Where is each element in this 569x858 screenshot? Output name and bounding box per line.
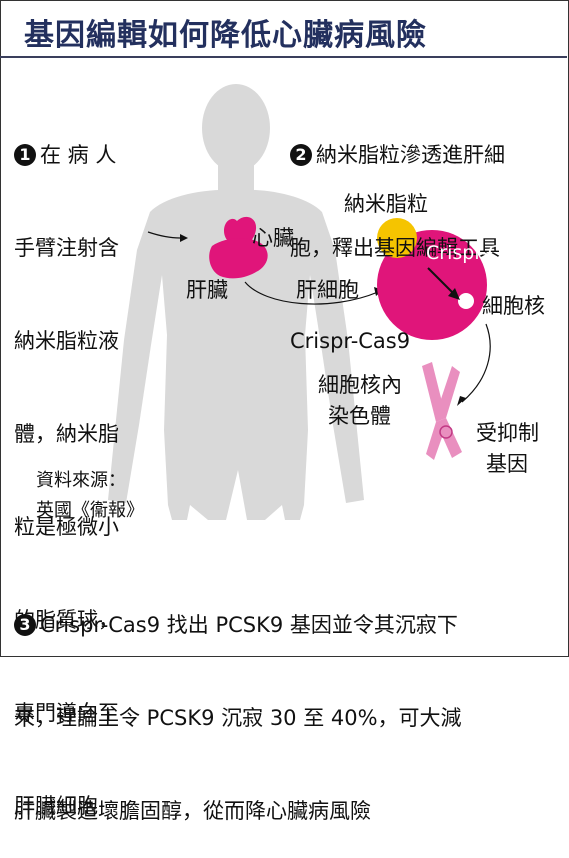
step1-number: 1 xyxy=(14,144,36,166)
liver-cell xyxy=(377,230,487,340)
liver-organ xyxy=(209,238,268,279)
chromosome-label: 細胞核內 染色體 xyxy=(318,370,402,432)
step2-number: 2 xyxy=(290,144,312,166)
liver-label: 肝臟 xyxy=(186,278,228,302)
nanoparticle xyxy=(377,218,417,258)
step3-line: Crispr-Cas9 找出 PCSK9 基因並令其沉寂下 xyxy=(40,613,458,637)
chromosome-label-line: 染色體 xyxy=(328,404,391,428)
cell-nucleus xyxy=(458,293,474,309)
target-gene-label-line: 基因 xyxy=(486,452,528,476)
step1-line: 在 病 人 xyxy=(40,143,117,167)
step2-line: 納米脂粒滲透進肝細 xyxy=(316,143,505,167)
title-bar: 基因編輯如何降低心臟病風險 xyxy=(0,0,567,58)
liver-cell-label: 肝細胞 xyxy=(296,278,359,302)
nucleus-label: 細胞核 xyxy=(482,294,545,318)
step2-line: Crispr-Cas9 xyxy=(290,329,411,353)
target-gene-label-line: 受抑制 xyxy=(476,421,539,445)
nanoparticle-label: 納米脂粒 xyxy=(344,192,428,216)
arrow-crispr-to-nucleus xyxy=(427,267,453,293)
step3-line: 來，理論上令 PCSK9 沉寂 30 至 40%，可大減 xyxy=(14,706,462,730)
step2-line: 胞，釋出基因編輯工具 xyxy=(290,236,500,260)
chromosome xyxy=(422,362,462,460)
step1-line: 粒是極微小 xyxy=(14,515,119,539)
step1-line: 體，納米脂 xyxy=(14,422,119,446)
step3-number: 3 xyxy=(14,614,36,636)
diagram-graphics xyxy=(108,84,491,520)
crispr-label: Crispr-Cas9 xyxy=(426,242,535,264)
heart-label: 心臟 xyxy=(252,226,294,250)
target-gene-label: 受抑制 基因 xyxy=(476,418,539,480)
chromosome-label-line: 細胞核內 xyxy=(318,373,402,397)
step3-line: 肝臟製造壞膽固醇，從而降心臟病風險 xyxy=(14,799,371,823)
source-line: 英國《衞報》 xyxy=(36,500,144,521)
arrow-liver-to-cell xyxy=(244,281,379,305)
source-line: 資料來源： xyxy=(36,470,126,491)
human-silhouette xyxy=(108,84,364,520)
source-note: 資料來源： 英國《衞報》 xyxy=(36,466,144,526)
arrow-nucleus-to-chromosome xyxy=(461,323,491,403)
page-title: 基因編輯如何降低心臟病風險 xyxy=(24,18,427,53)
step1-line: 手臂注射含 xyxy=(14,236,119,260)
step1-line: 納米脂粒液 xyxy=(14,329,119,353)
arrow-arm-to-body xyxy=(147,231,181,239)
